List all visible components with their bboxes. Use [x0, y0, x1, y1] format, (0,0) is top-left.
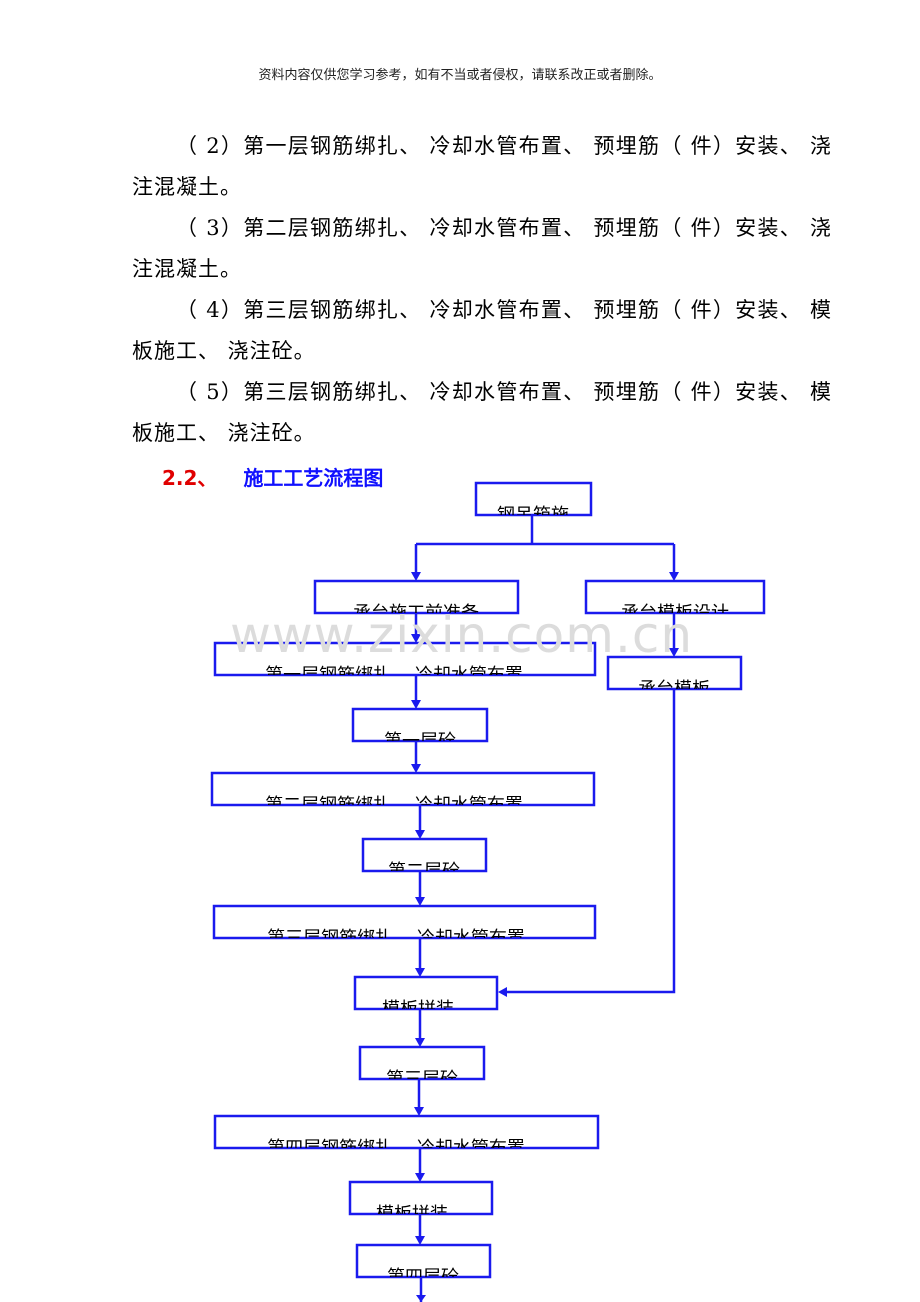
flow-node-box: 承台模板设计 [584, 579, 766, 624]
flow-node-box: 第三层砼 [358, 1045, 486, 1090]
flow-node-box: 模板拼装 [353, 975, 499, 1020]
flow-node-label: 承台模板设计 [621, 603, 729, 624]
section-heading: 2.2、 施工工艺流程图 [162, 462, 383, 491]
flow-node-label: 模板拼装 [376, 1204, 448, 1225]
flow-node-box: 承台施工前准备 [313, 579, 520, 624]
paragraph-step-2: （ 2）第一层钢筋绑扎、 冷却水管布置、 预埋筋（ 件）安装、 浇注混凝土。 [132, 134, 832, 199]
flow-node-label: 钢吊箱施 [497, 505, 569, 526]
flow-node-label: 第四层钢筋绑扎、 冷却水管布置 [267, 1138, 525, 1159]
flow-node-label: 第一层砼 [384, 731, 456, 752]
paragraph-step-4: （ 4）第三层钢筋绑扎、 冷却水管布置、 预埋筋（ 件）安装、 模板施工、 浇注… [132, 298, 832, 363]
flow-node-box: 第四层钢筋绑扎、 冷却水管布置 [213, 1114, 600, 1159]
flow-node-box: 第一层钢筋绑扎、 冷却水管布置 [213, 641, 597, 686]
section-title: 施工工艺流程图 [243, 466, 384, 490]
header-disclaimer: 资料内容仅供您学习参考，如有不当或者侵权，请联系改正或者删除。 [258, 68, 662, 83]
flow-node-label: 模板拼装 [382, 999, 454, 1020]
section-number: 2.2、 [162, 466, 218, 490]
flow-node-box: 第一层砼 [351, 707, 489, 752]
paragraph-step-5: （ 5）第三层钢筋绑扎、 冷却水管布置、 预埋筋（ 件）安装、 模板施工、 浇注… [132, 380, 832, 445]
flow-node-box: 承台模板 [606, 655, 743, 700]
flow-node-label: 承台施工前准备 [353, 603, 479, 624]
paragraph-step-3: （ 3）第二层钢筋绑扎、 冷却水管布置、 预埋筋（ 件）安装、 浇注混凝土。 [132, 216, 832, 281]
flow-node-label: 第二层钢筋绑扎、 冷却水管布置 [265, 795, 523, 816]
flow-node-label: 第二层砼 [388, 861, 460, 882]
flow-node-box: 第四层砼 [355, 1243, 492, 1288]
flow-node-box: 第二层砼 [361, 837, 488, 882]
flow-node-box: 模板拼装 [348, 1180, 494, 1225]
flow-node-label: 第三层砼 [386, 1069, 458, 1090]
flow-connectors [411, 515, 679, 1302]
flow-node-box: 钢吊箱施 [474, 481, 593, 526]
flow-node-label: 承台模板 [638, 679, 710, 700]
flow-node-label: 第一层钢筋绑扎、 冷却水管布置 [265, 665, 523, 686]
flow-node-label: 第四层砼 [387, 1267, 459, 1288]
flow-node-box: 第三层钢筋绑扎、 冷却水管布置 [212, 904, 597, 949]
flow-node-label: 第三层钢筋绑扎、 冷却水管布置 [267, 928, 525, 949]
flow-node-box: 第二层钢筋绑扎、 冷却水管布置 [210, 771, 596, 816]
